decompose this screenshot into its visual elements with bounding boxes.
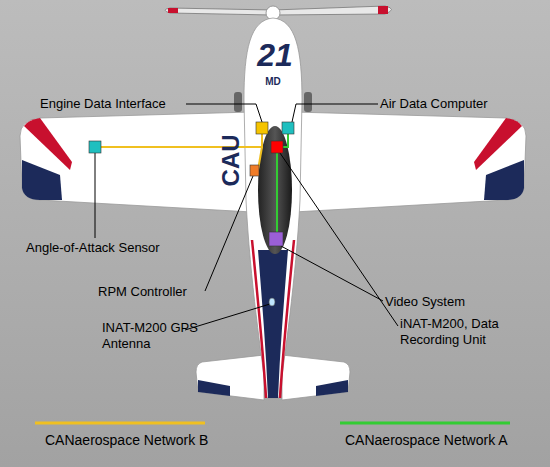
component-label: iNAT-M200, Data Recording Unit [400, 316, 525, 347]
legend-item: CANaerospace Network A [345, 432, 508, 448]
component-label: Air Data Computer [380, 96, 530, 112]
legend-item: CANaerospace Network B [45, 432, 208, 448]
legend-text: CANaerospace Network A [345, 432, 508, 448]
legend-text: CANaerospace Network B [45, 432, 208, 448]
component-label: RPM Controller [98, 284, 208, 300]
component-label: Video System [385, 294, 495, 310]
component-markers [89, 122, 294, 306]
component-label: INAT-M200 GPS Antenna [102, 320, 207, 351]
race-number: 21 [250, 36, 300, 74]
fuselage [234, 18, 312, 398]
livery-mark: MD [255, 76, 291, 88]
network-wiring [95, 134, 288, 240]
component-label: Angle-of-Attack Sensor [26, 240, 196, 256]
legend-samples [35, 423, 510, 424]
propeller [165, 6, 392, 20]
component-label: Engine Data Interface [40, 96, 190, 112]
wing-logo: CAU [217, 125, 246, 195]
leader-lines [95, 104, 398, 330]
